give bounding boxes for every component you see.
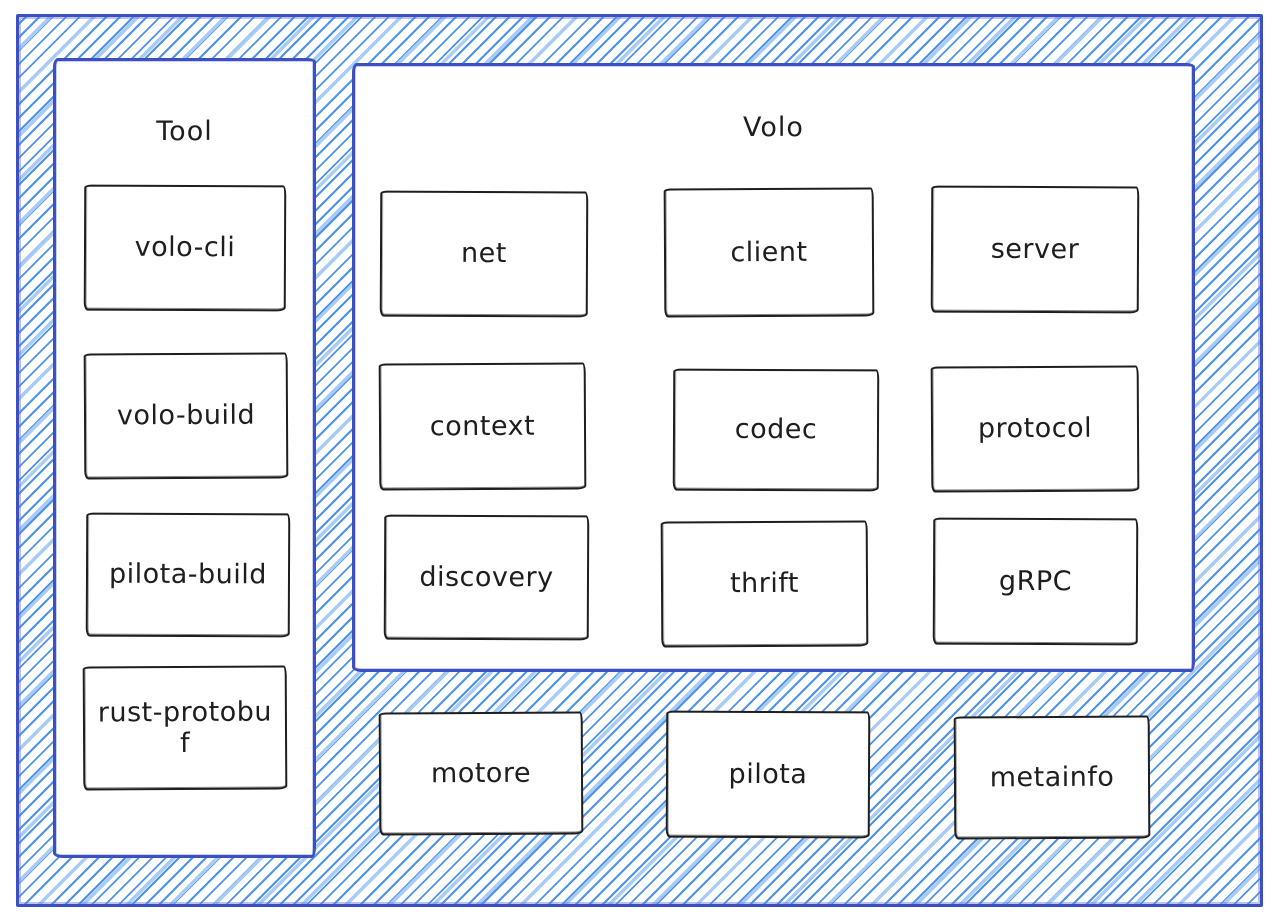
- box-label: discovery: [419, 561, 554, 594]
- tool-panel-title: Tool: [156, 116, 213, 147]
- volo-box-server: server: [930, 185, 1140, 314]
- volo-box-protocol: protocol: [930, 365, 1140, 493]
- box-label: server: [990, 233, 1080, 266]
- box-label: rust-protobuf: [97, 696, 273, 760]
- box-label: pilota-build: [108, 559, 268, 591]
- box-label: gRPC: [998, 565, 1073, 598]
- volo-box-thrift: thrift: [660, 520, 869, 648]
- box-label: client: [730, 236, 808, 269]
- tool-box-pilota-build: pilota-build: [85, 512, 291, 638]
- box-label: context: [429, 410, 536, 443]
- box-label: volo-cli: [134, 232, 236, 264]
- bottom-box-metainfo: metainfo: [953, 715, 1151, 840]
- volo-box-grpc: gRPC: [932, 517, 1139, 646]
- volo-box-context: context: [378, 362, 587, 491]
- box-label: thrift: [729, 568, 800, 600]
- box-label: pilota: [728, 758, 808, 791]
- box-label: motore: [430, 757, 532, 790]
- bottom-box-pilota: pilota: [665, 710, 871, 839]
- box-label: volo-build: [116, 400, 256, 432]
- volo-box-net: net: [379, 190, 589, 318]
- volo-box-client: client: [663, 187, 875, 318]
- tool-box-rust-protobuf: rust-protobuf: [82, 665, 288, 791]
- volo-panel-title: Volo: [743, 112, 804, 143]
- box-label: codec: [734, 414, 818, 446]
- volo-box-discovery: discovery: [383, 514, 590, 641]
- box-label: protocol: [977, 413, 1093, 445]
- volo-box-codec: codec: [672, 368, 880, 492]
- tool-box-volo-cli: volo-cli: [83, 184, 287, 312]
- box-label: net: [461, 238, 507, 270]
- bottom-box-motore: motore: [378, 711, 584, 836]
- tool-box-volo-build: volo-build: [83, 352, 289, 480]
- box-label: metainfo: [989, 761, 1115, 794]
